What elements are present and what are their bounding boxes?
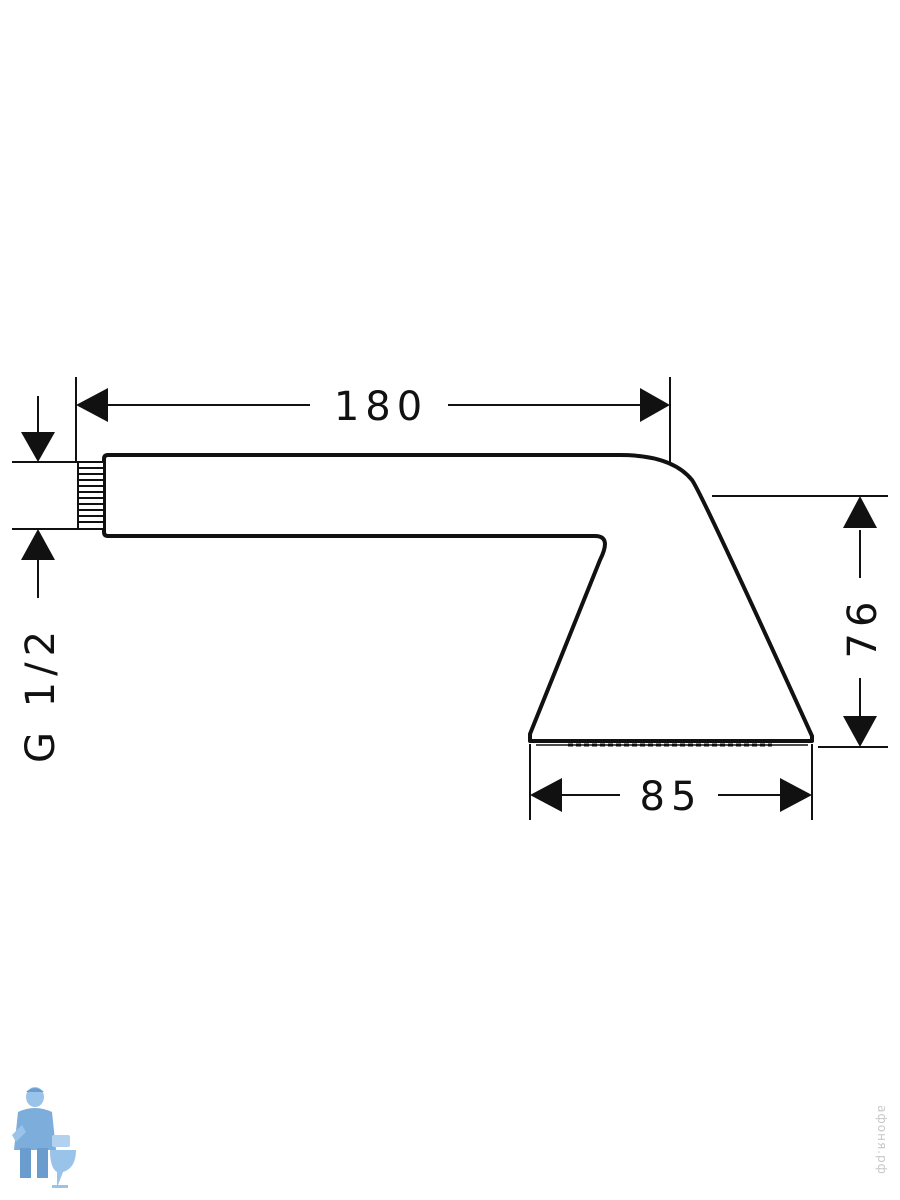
dimension-length: 180 [75, 377, 671, 462]
shower-arm-outline [102, 453, 814, 747]
dimension-thread: G 1/2 [12, 396, 80, 763]
plumber-mascot-icon [12, 1087, 76, 1188]
arrowhead-left [76, 388, 108, 422]
arrowhead-bottom [843, 716, 877, 747]
watermark-text: афоня.рф [870, 1090, 894, 1190]
arrowhead-right [640, 388, 670, 422]
arrowhead-top [843, 496, 877, 528]
dimension-label-width: 85 [640, 774, 703, 820]
arrowhead-up [21, 529, 55, 560]
thread-label: G 1/2 [18, 625, 64, 763]
arm-body [102, 453, 814, 743]
dimension-label-length: 180 [334, 384, 428, 430]
dimension-height: 76 [712, 495, 888, 748]
arrowhead-left [530, 778, 562, 812]
arrowhead-right [780, 778, 812, 812]
thread-connector [77, 461, 105, 530]
dimension-label-height: 76 [840, 596, 886, 659]
watermark-site: афоня.рф [875, 1105, 889, 1175]
arrowhead-down [21, 432, 55, 462]
dimension-width: 85 [529, 744, 813, 820]
